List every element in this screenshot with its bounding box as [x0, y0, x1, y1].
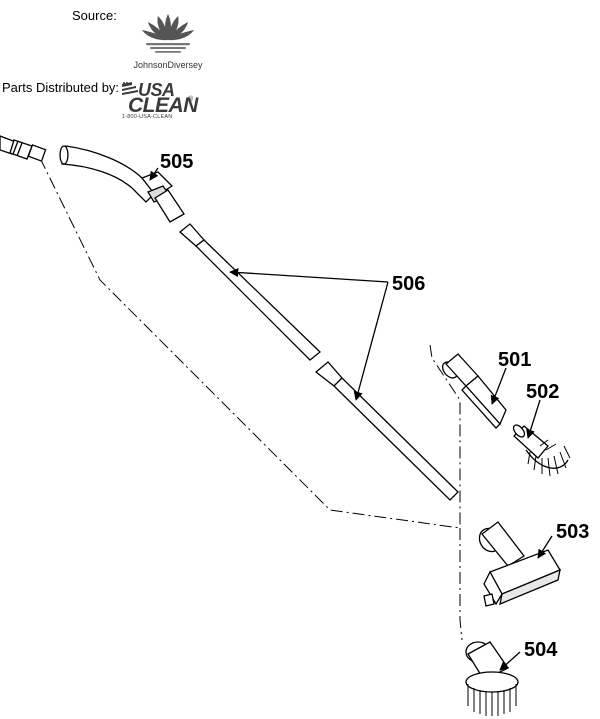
centerline-wand-to-504 — [459, 528, 463, 641]
part-504-floor-brush — [465, 641, 519, 716]
usa-logo-phone: 1-800-USA-CLEAN — [122, 114, 173, 120]
centerline-hose-to-503 — [39, 157, 461, 529]
part-506-wand-lower — [314, 361, 459, 501]
leader-lines — [149, 167, 553, 671]
leader-503 — [537, 535, 553, 559]
usa-clean-logo: USA CLEAN ® 1-800-USA-CLEAN — [118, 78, 200, 122]
lotus-logo-icon — [142, 14, 194, 53]
part-503-upholstery-tool — [478, 521, 561, 607]
leader-504 — [499, 651, 521, 671]
callout-503: 503 — [556, 521, 589, 543]
source-label: Source: — [72, 8, 117, 23]
leader-502 — [526, 399, 541, 439]
assembly-centerlines — [39, 157, 463, 641]
callout-501: 501 — [498, 349, 531, 371]
usa-logo-registered: ® — [188, 96, 194, 103]
leader-501 — [490, 367, 507, 405]
part-502-dusting-brush — [512, 424, 571, 477]
usa-flag-icon — [122, 81, 138, 95]
johnsondiversey-logo-text: JohnsonDiversey — [133, 60, 203, 70]
part-506-wand-upper — [178, 223, 321, 361]
leader-506-a — [229, 267, 389, 283]
callout-502: 502 — [526, 381, 559, 403]
leader-505 — [149, 167, 159, 181]
leader-506-b — [353, 281, 389, 401]
callout-504: 504 — [524, 639, 558, 661]
parts-distributed-label: Parts Distributed by: — [2, 80, 120, 95]
part-505-handle — [59, 145, 185, 223]
usa-logo-line1: USA — [138, 80, 175, 100]
callout-505: 505 — [160, 151, 193, 173]
usa-logo-line2: CLEAN — [128, 94, 198, 117]
centerline-501-vertical — [429, 344, 461, 528]
callout-506: 506 — [392, 273, 425, 295]
johnsondiversey-logo: JohnsonDiversey — [132, 8, 204, 72]
hose-end — [0, 135, 47, 162]
part-501-crevice-tool — [441, 353, 507, 429]
